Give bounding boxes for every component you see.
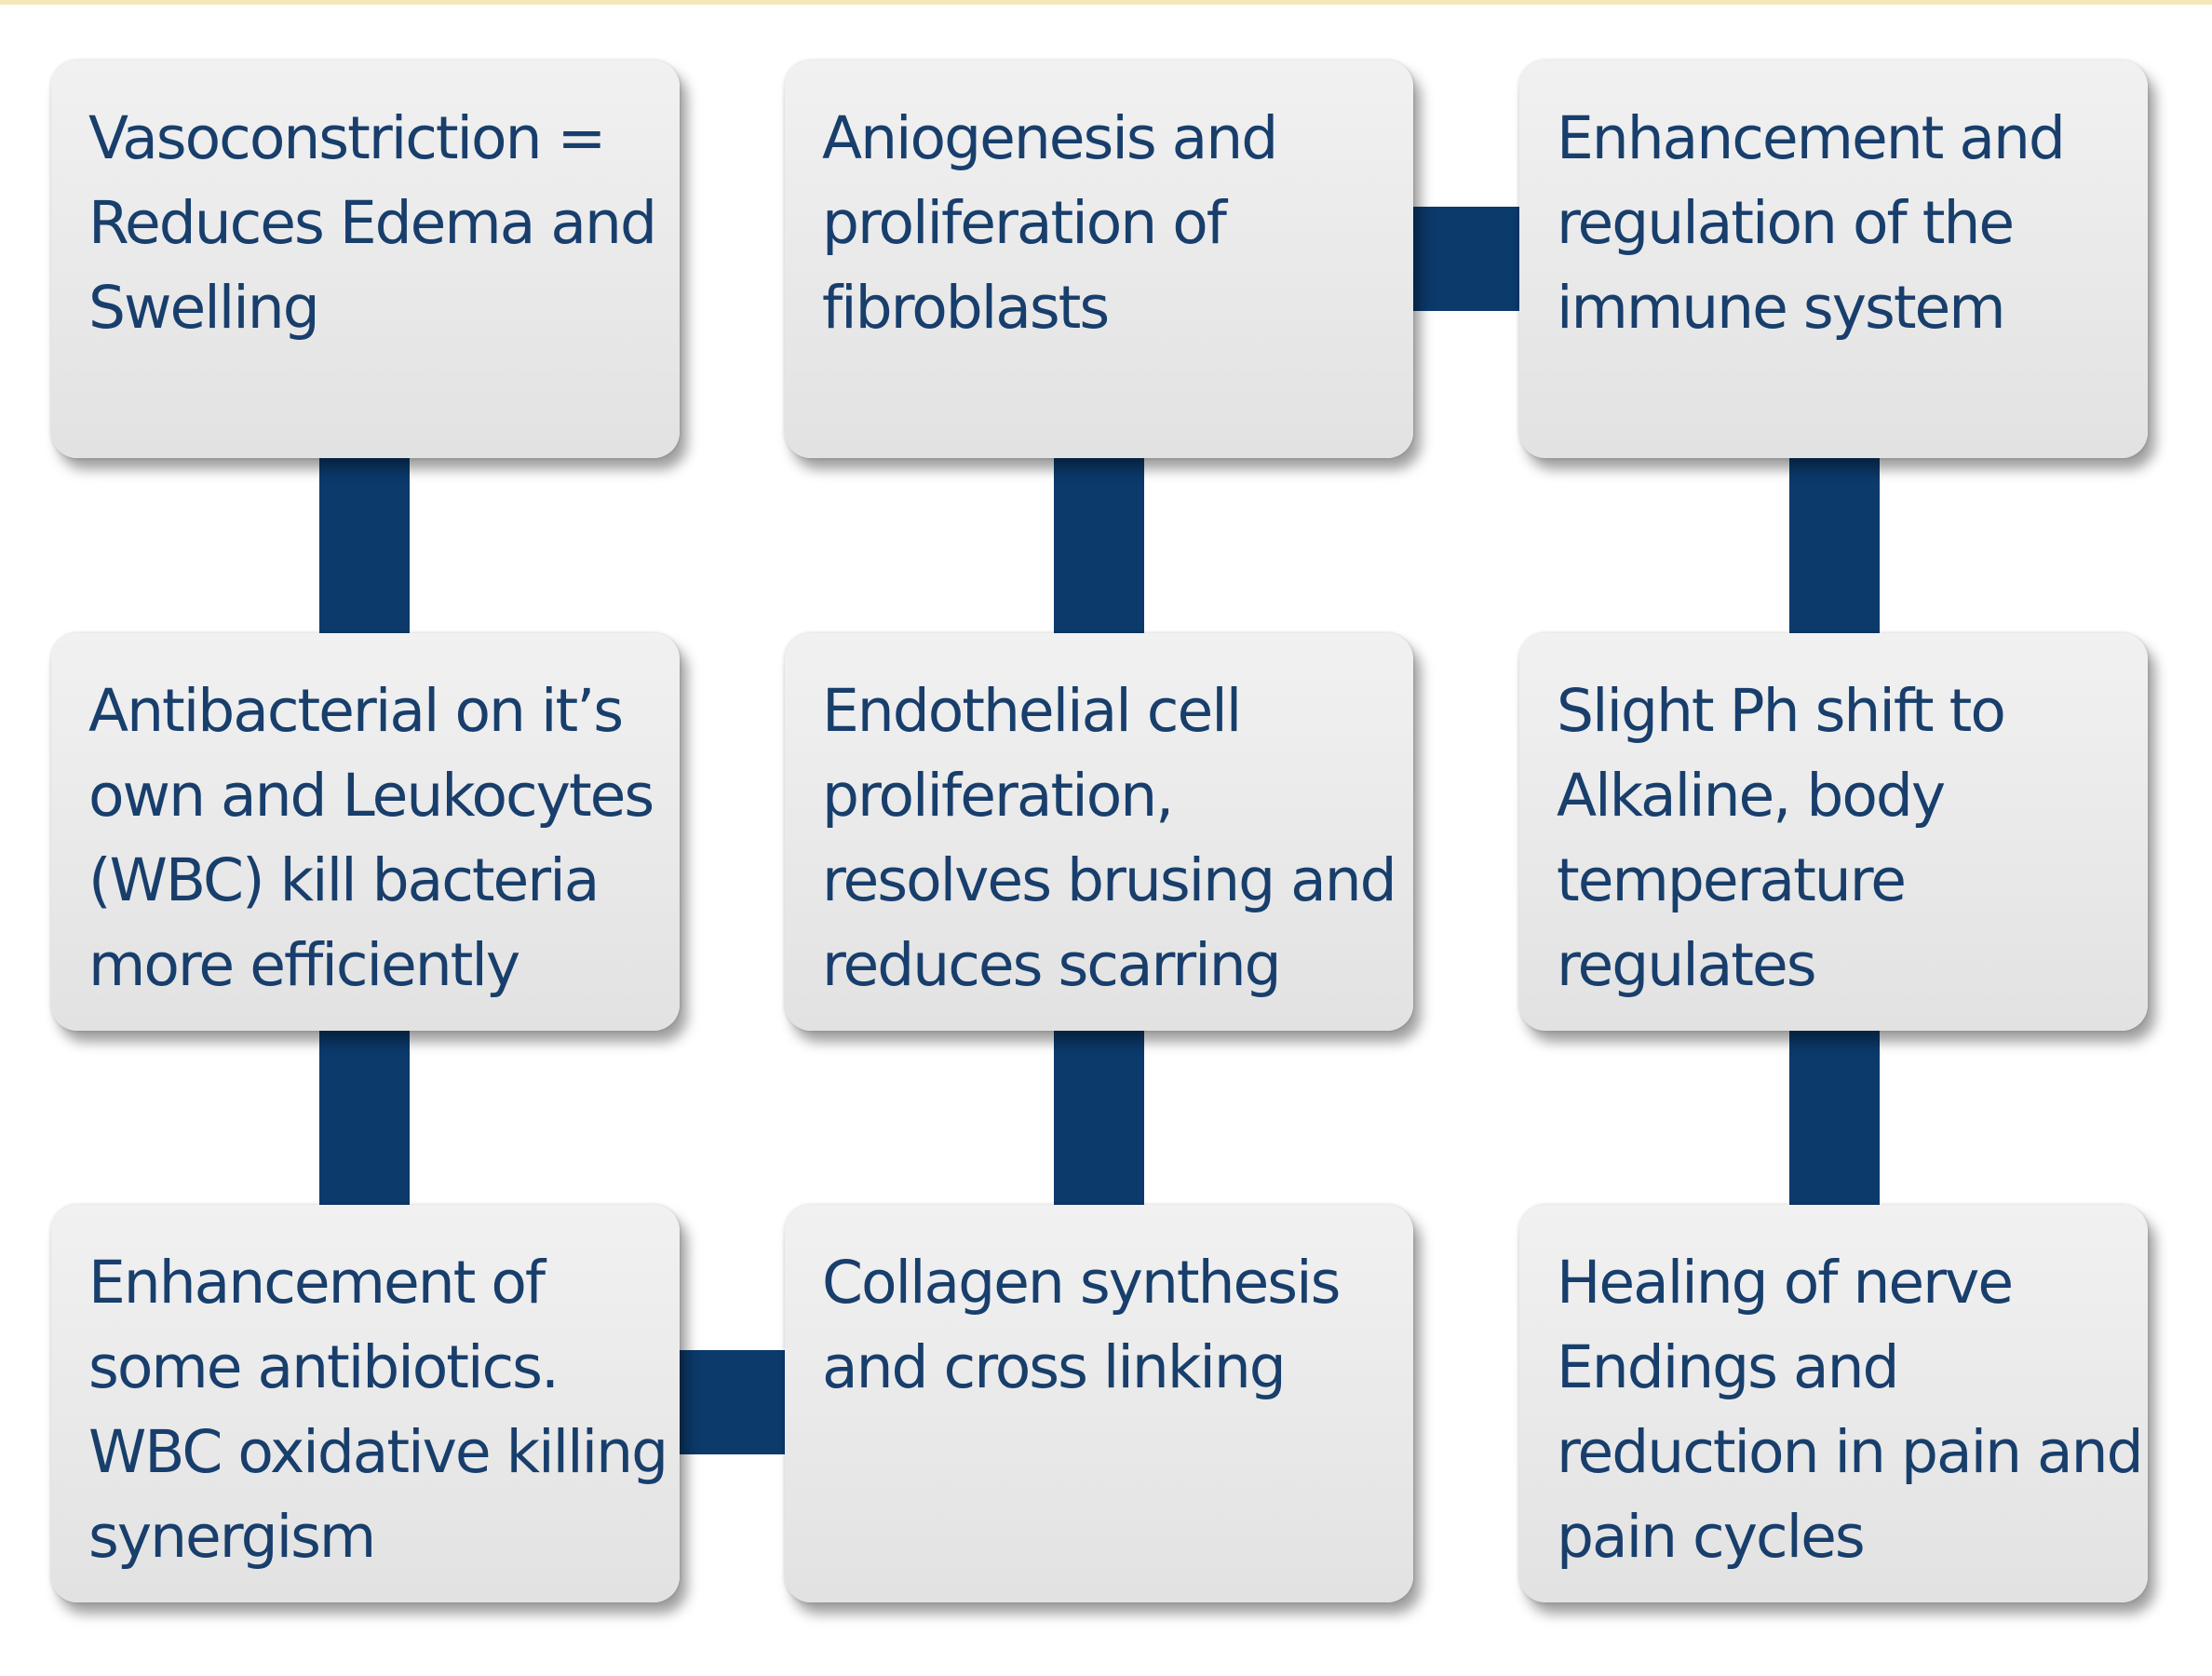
box-antibiotics: Enhancement of some antibiotics. WBC oxi… <box>51 1205 680 1602</box>
box-text: Aniogenesis and proliferation of fibrobl… <box>822 96 1385 350</box>
box-text: Healing of nerve Endings and reduction i… <box>1557 1240 2144 1579</box>
box-line: temperature <box>1557 846 1907 914</box>
box-line: more efficiently <box>88 931 520 999</box>
connector-endothelial-collagen <box>1054 1020 1144 1220</box>
connector-ph-shift-nerve-healing <box>1789 1020 1880 1220</box>
box-immune-system: Enhancement and regulation of the immune… <box>1519 61 2148 458</box>
box-line: Healing of nerve <box>1557 1249 2014 1317</box>
box-line: resolves brusing and <box>822 846 1397 914</box>
box-line: Alkaline, body <box>1557 762 1946 830</box>
box-line: Slight Ph shift to <box>1557 677 2006 745</box>
box-line: Aniogenesis and <box>822 104 1278 172</box>
top-border <box>0 0 2212 5</box>
box-line: and cross linking <box>822 1333 1287 1401</box>
box-endothelial: Endothelial cell proliferation, resolves… <box>785 633 1413 1031</box>
box-text: Vasoconstriction = Reduces Edema and Swe… <box>88 96 657 350</box>
box-line: some antibiotics. <box>88 1333 560 1401</box>
box-line: WBC oxidative killing <box>88 1418 668 1486</box>
connector-antibacterial-antibiotics <box>319 1020 410 1220</box>
box-line: Enhancement and <box>1557 104 2066 172</box>
box-line: Collagen synthesis <box>822 1249 1341 1317</box>
box-line: Endothelial cell <box>822 677 1242 745</box>
connector-aniogenesis-endothelial <box>1054 447 1144 647</box>
box-vasoconstriction: Vasoconstriction = Reduces Edema and Swe… <box>51 61 680 458</box>
box-line: reduction in pain and <box>1557 1418 2144 1486</box>
box-text: Collagen synthesis and cross linking <box>822 1240 1385 1410</box>
box-line: Enhancement of <box>88 1249 546 1317</box>
box-text: Slight Ph shift to Alkaline, body temper… <box>1557 669 2120 1007</box>
box-line: Endings and <box>1557 1333 1900 1401</box>
box-text: Enhancement of some antibiotics. WBC oxi… <box>88 1240 668 1579</box>
box-antibacterial: Antibacterial on it’s own and Leukocytes… <box>51 633 680 1031</box>
box-ph-shift: Slight Ph shift to Alkaline, body temper… <box>1519 633 2148 1031</box>
box-line: fibroblasts <box>822 274 1110 342</box>
box-text: Antibacterial on it’s own and Leukocytes… <box>88 669 654 1007</box>
box-line: Vasoconstriction = <box>88 104 606 172</box>
connector-aniogenesis-immune <box>1401 207 1531 311</box>
box-aniogenesis: Aniogenesis and proliferation of fibrobl… <box>785 61 1413 458</box>
box-line: regulation of the <box>1557 189 2015 257</box>
box-line: (WBC) kill bacteria <box>88 846 600 914</box>
box-text: Enhancement and regulation of the immune… <box>1557 96 2120 350</box>
box-nerve-healing: Healing of nerve Endings and reduction i… <box>1519 1205 2148 1602</box>
box-line: proliferation of <box>822 189 1227 257</box>
box-line: Swelling <box>88 274 320 342</box>
box-line: own and Leukocytes <box>88 762 654 830</box>
box-line: Antibacterial on it’s <box>88 677 624 745</box>
box-line: Reduces Edema and <box>88 189 657 257</box>
box-line: proliferation, <box>822 762 1174 830</box>
box-line: regulates <box>1557 931 1817 999</box>
connector-vasoconstriction-antibacterial <box>319 447 410 647</box>
box-line: reduces scarring <box>822 931 1282 999</box>
box-collagen: Collagen synthesis and cross linking <box>785 1205 1413 1602</box>
connector-immune-ph-shift <box>1789 447 1880 647</box>
box-text: Endothelial cell proliferation, resolves… <box>822 669 1397 1007</box>
box-line: immune system <box>1557 274 2006 342</box>
box-line: pain cycles <box>1557 1503 1866 1571</box>
box-line: synergism <box>88 1503 376 1571</box>
connector-antibiotics-collagen <box>668 1350 799 1454</box>
